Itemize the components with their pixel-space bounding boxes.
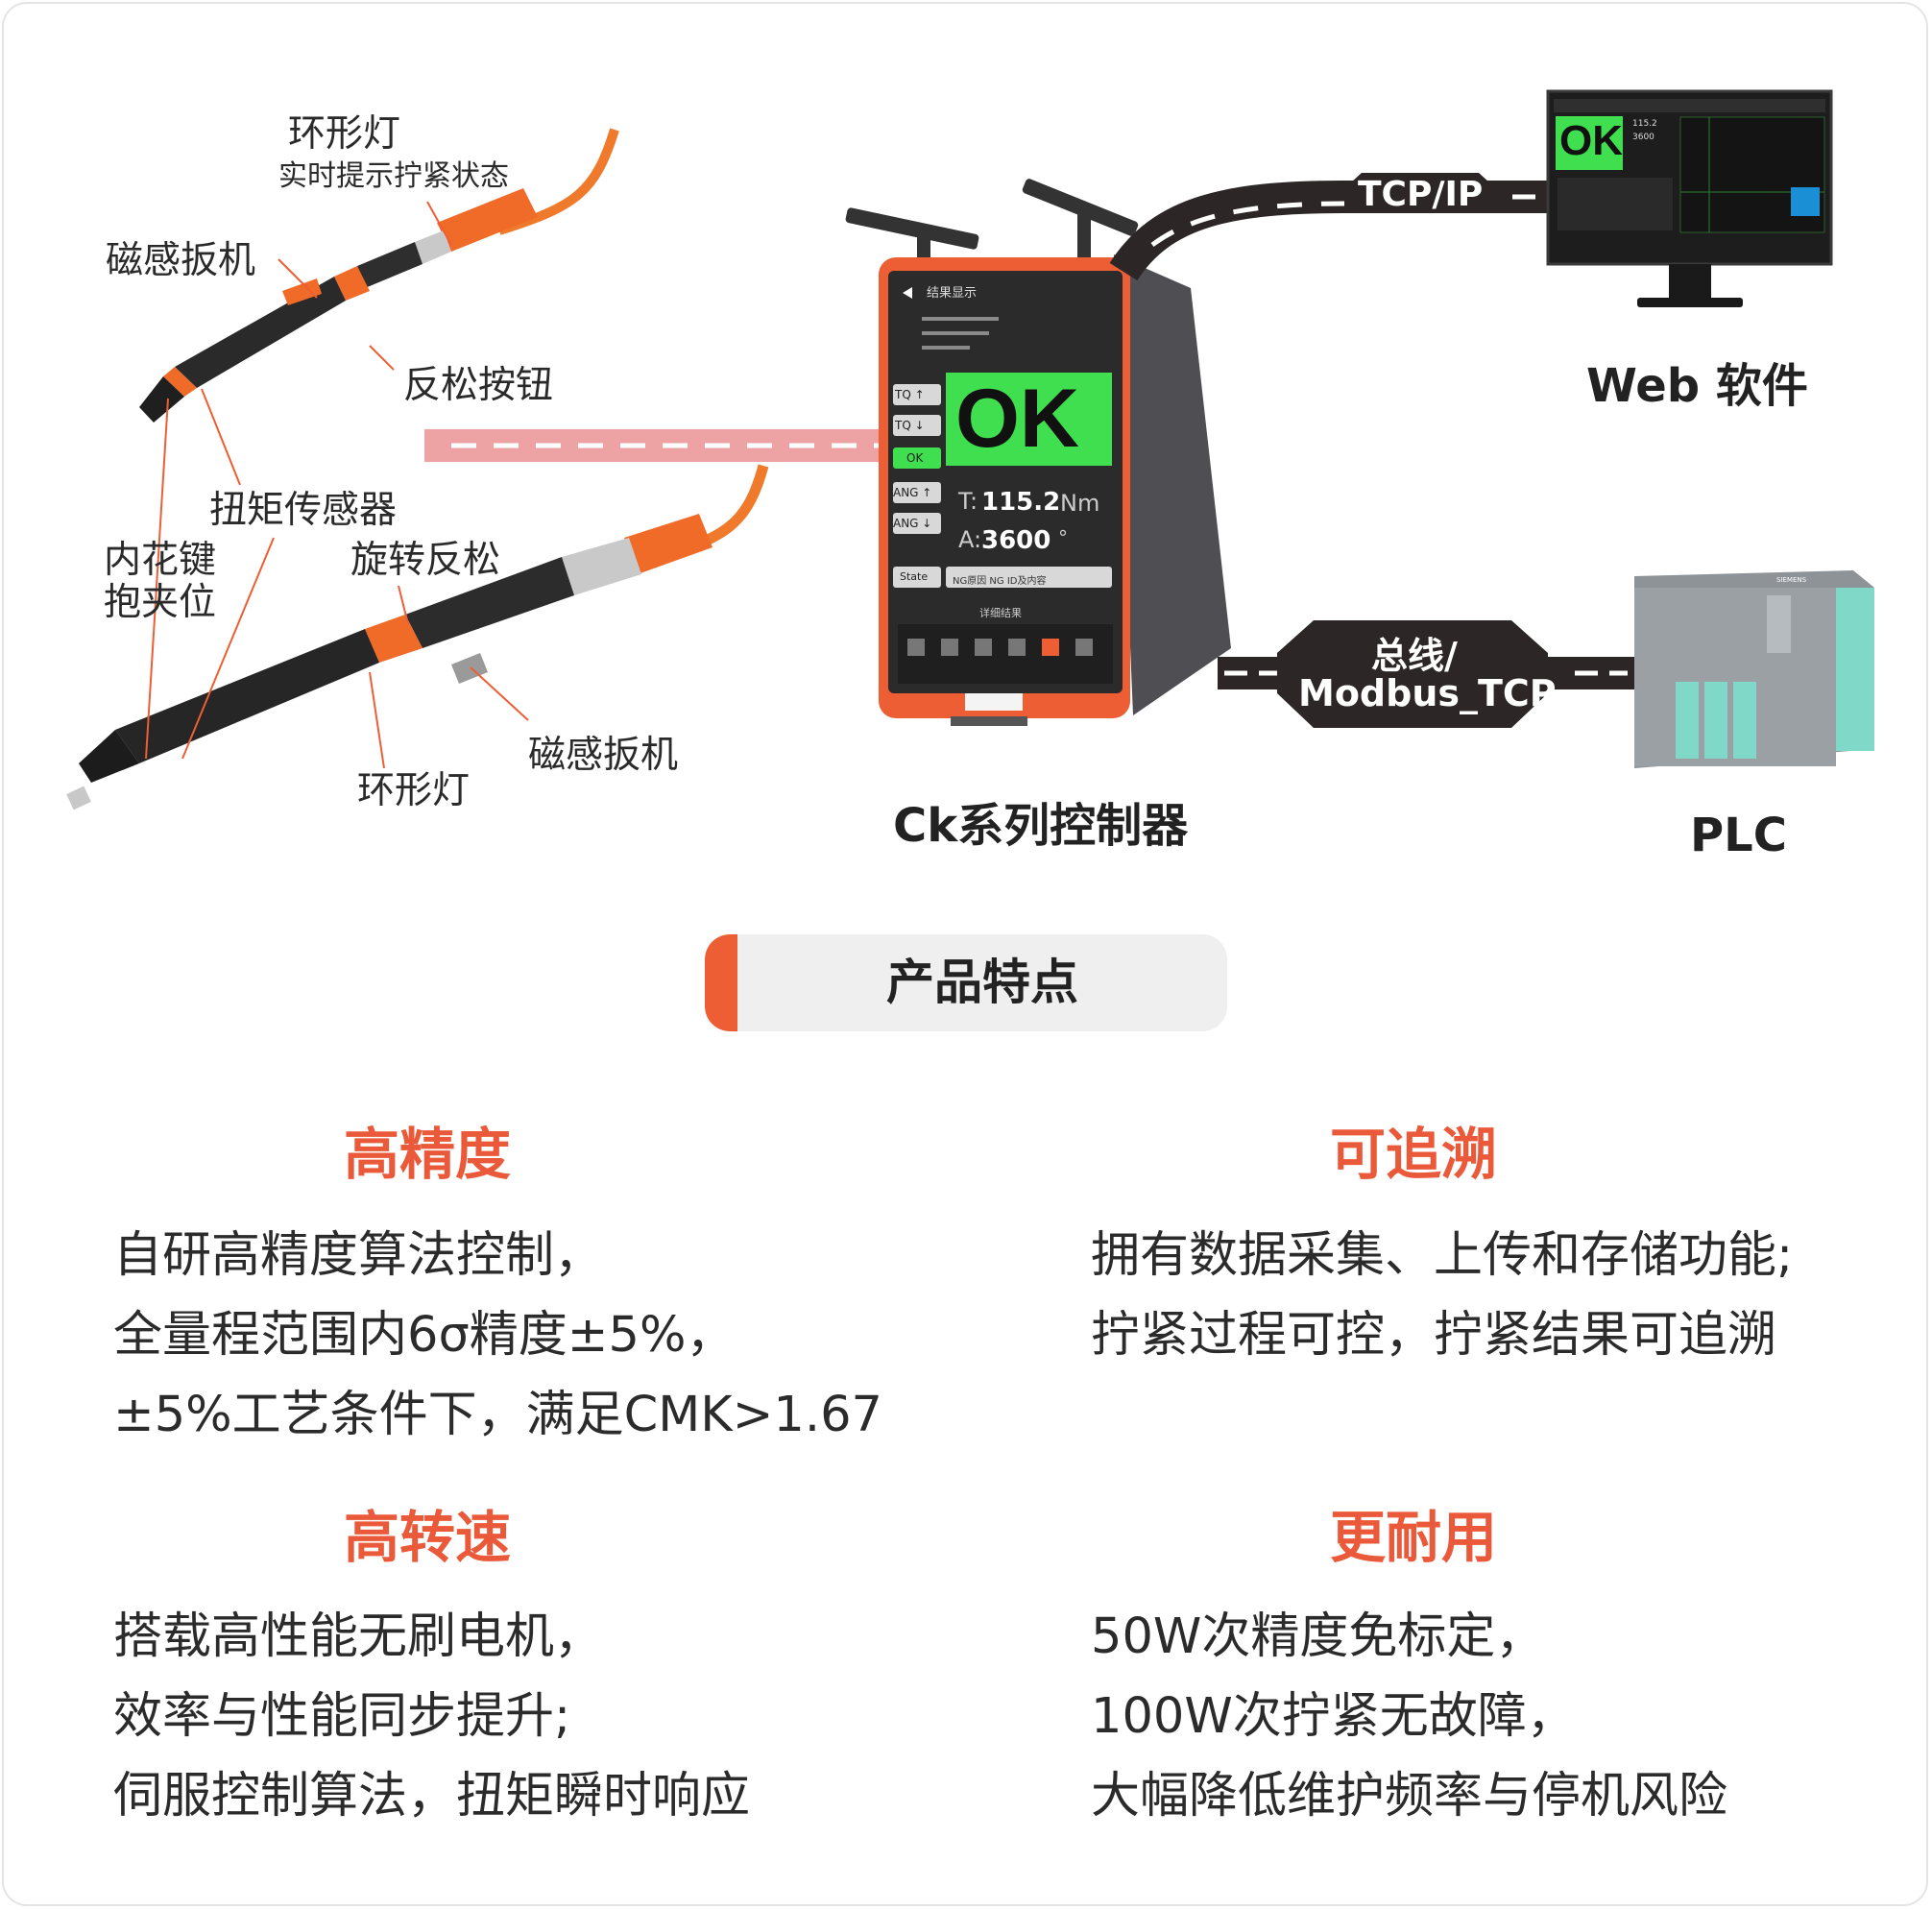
feature-title-durable: 更耐用	[1329, 1505, 1497, 1570]
tcp-ip-label: TCP/IP	[1358, 175, 1484, 214]
monitor-image	[1546, 89, 1833, 307]
web-software-caption: Web 软件	[1586, 359, 1808, 413]
feature-line: ±5%工艺条件下，满足CMK>1.67	[113, 1387, 882, 1443]
modbus-label-line1: 总线/	[1371, 635, 1458, 677]
label-ring-light-bottom: 环形灯	[357, 769, 471, 812]
feature-lines-durable: 50W次精度免标定， 100W次拧紧无故障， 大幅降低维护频率与停机风险	[1091, 1597, 1727, 1836]
feature-line: 伺服控制算法，扭矩瞬时响应	[113, 1768, 751, 1825]
controller-torque-unit: Nm	[1060, 490, 1100, 517]
controller-torque-label: T:	[958, 488, 978, 515]
modbus-label-line2: Modbus_TCP	[1298, 672, 1557, 714]
controller-detail-button: 详细结果	[979, 607, 1022, 619]
feature-lines-traceable: 拥有数据采集、上传和存储功能; 拧紧过程可控，拧紧结果可追溯	[1091, 1216, 1793, 1375]
monitor-value-1: 115.2	[1632, 119, 1657, 129]
label-reverse-button: 反松按钮	[403, 364, 554, 407]
monitor-neck	[1669, 264, 1711, 299]
feature-line: 100W次拧紧无故障，	[1091, 1688, 1576, 1745]
section-title-tab: 产品特点	[705, 934, 1227, 1031]
controller-btn-ang-down: ANG ↓	[893, 517, 932, 530]
tcp-badge	[1340, 173, 1500, 213]
tcp-road	[1109, 181, 1558, 281]
plc-caption: PLC	[1690, 809, 1787, 862]
controller-angle-value: 3600	[981, 526, 1051, 555]
back-arrow-icon	[903, 287, 912, 299]
feature-title-precision: 高精度	[343, 1122, 511, 1187]
label-ring-light-top: 环形灯	[288, 112, 401, 156]
feature-line: 效率与性能同步提升;	[113, 1688, 571, 1745]
controller-btn-ang-up: ANG ↑	[893, 486, 932, 499]
screwdriver-top-image	[139, 128, 619, 423]
label-rotary-reverse: 旋转反松	[350, 539, 501, 582]
antenna-right-icon	[1022, 179, 1139, 236]
feature-lines-precision: 自研高精度算法控制， 全量程范围内6σ精度±5%， ±5%工艺条件下，满足CMK…	[113, 1216, 882, 1455]
controller-btn-ok: OK	[906, 451, 924, 465]
system-diagram	[66, 89, 1874, 810]
section-title: 产品特点	[886, 955, 1078, 1010]
feature-line: 自研高精度算法控制，	[113, 1227, 604, 1284]
feature-line: 拥有数据采集、上传和存储功能;	[1091, 1227, 1794, 1284]
modbus-badge	[1277, 620, 1548, 728]
label-magnetic-trigger-top: 磁感扳机	[106, 239, 256, 282]
antenna-left-icon	[845, 207, 979, 250]
controller-btn-tq-up: TQ ↑	[895, 388, 925, 401]
controller-state-label: State	[900, 570, 929, 583]
label-magnetic-trigger-bottom: 磁感扳机	[528, 734, 679, 777]
controller-image	[845, 179, 1231, 726]
plc-image	[1634, 570, 1874, 768]
controller-state-text: NG原因 NG ID及内容	[953, 576, 1047, 587]
plc-brand: SIEMENS	[1776, 576, 1807, 584]
screwdriver-bottom-image	[66, 464, 769, 810]
feature-line: 拧紧过程可控，拧紧结果可追溯	[1091, 1307, 1777, 1364]
label-spline-line2: 抱夹位	[104, 581, 217, 624]
monitor-value-2: 3600	[1632, 133, 1654, 142]
controller-caption: Ck系列控制器	[893, 799, 1189, 853]
controller-angle-unit: °	[1058, 526, 1068, 549]
controller-screen-header: 结果显示	[927, 286, 978, 301]
section-title-accent	[705, 934, 737, 1031]
feature-line: 50W次精度免标定，	[1091, 1608, 1545, 1665]
controller-torque-value: 115.2	[981, 488, 1061, 517]
label-ring-light-desc: 实时提示拧紧状态	[278, 159, 509, 193]
feature-line: 搭载高性能无刷电机，	[113, 1608, 604, 1665]
feature-line: 全量程范围内6σ精度±5%，	[113, 1307, 736, 1364]
feature-line: 大幅降低维护频率与停机风险	[1091, 1768, 1728, 1825]
feature-lines-speed: 搭载高性能无刷电机， 效率与性能同步提升; 伺服控制算法，扭矩瞬时响应	[113, 1597, 750, 1836]
ok-panel	[946, 373, 1112, 466]
label-spline-line1: 内花键	[104, 539, 217, 582]
monitor-base	[1637, 298, 1743, 307]
monitor-ok-panel	[1556, 116, 1623, 170]
feature-title-speed: 高转速	[343, 1505, 511, 1570]
controller-btn-tq-down: TQ ↓	[895, 419, 925, 432]
controller-ok-status: OK	[955, 373, 1079, 465]
label-torque-sensor: 扭矩传感器	[209, 489, 398, 532]
controller-angle-label: A:	[958, 526, 982, 553]
leader-lines	[145, 201, 529, 769]
monitor-ok-status: OK	[1559, 117, 1623, 164]
feature-title-traceable: 可追溯	[1329, 1122, 1497, 1187]
